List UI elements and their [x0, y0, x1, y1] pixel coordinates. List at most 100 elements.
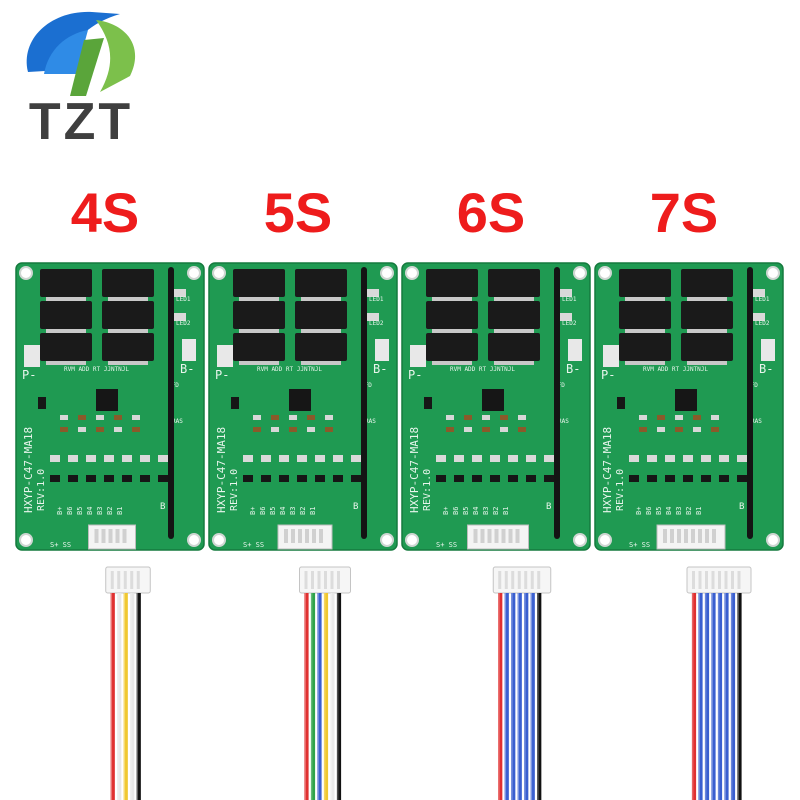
smd-part [96, 427, 104, 432]
silk-pin-label: B6 [66, 507, 74, 515]
smd-part [500, 427, 508, 432]
resistor [751, 313, 765, 321]
balance-mosfet [315, 475, 325, 482]
smd-part [325, 415, 333, 420]
connector-pin [663, 529, 667, 543]
balance-mosfet [122, 475, 132, 482]
pad-p [410, 345, 426, 367]
connector-pin [101, 529, 106, 543]
smd-part [500, 415, 508, 420]
silk-pin-label: B2 [492, 507, 500, 515]
balance-resistor [86, 455, 96, 462]
smd-part [657, 427, 665, 432]
cable-plug [492, 566, 552, 594]
silk-pin-label: B4 [279, 507, 287, 515]
silk-pin-label: B2 [106, 507, 114, 515]
mosfet-chip [233, 333, 285, 361]
balance-mosfet [737, 475, 747, 482]
plug-contact [311, 571, 314, 589]
silk-led1: LED1 [176, 296, 191, 303]
silk-rev: REV:1.0 [422, 469, 433, 511]
balance-mosfet [68, 475, 78, 482]
plug-contact [724, 571, 728, 589]
connector-pin [515, 529, 520, 543]
mosfet-tab [494, 329, 534, 333]
balance-mosfet [454, 475, 464, 482]
silk-pin-label: B2 [299, 507, 307, 515]
mosfet-chip [295, 301, 347, 329]
balance-mosfet [140, 475, 150, 482]
pad-p [603, 345, 619, 367]
mosfet-tab [687, 329, 727, 333]
connector-pin [115, 529, 120, 543]
smd-part [307, 427, 315, 432]
smd-part [60, 415, 68, 420]
mosfet-chip [488, 301, 540, 329]
silk-pad-p: P- [408, 368, 422, 382]
silk-top: RVM ADD RT JJNTNJL [64, 366, 129, 373]
silk-side: RAS [172, 418, 183, 425]
protection-ic [675, 389, 697, 411]
connector-pin [305, 529, 309, 543]
mosfet-tab [108, 329, 148, 333]
plug-contact [718, 571, 721, 589]
silk-pin-label: B3 [96, 507, 104, 515]
connector-pin [698, 529, 702, 543]
mosfet-chip [619, 333, 671, 361]
mosfet-tab [301, 361, 341, 365]
smd-part [114, 427, 122, 432]
smd-part [657, 415, 665, 420]
balance-resistor [737, 455, 747, 462]
balance-mosfet [333, 475, 343, 482]
silk-bottom: S+ SS [629, 541, 650, 549]
plug-contact [517, 571, 521, 589]
balance-resistor [526, 455, 536, 462]
silk-led2: LED2 [562, 320, 577, 327]
balance-resistor [122, 455, 132, 462]
balance-mosfet [243, 475, 253, 482]
silk-pin-label: B1 [116, 507, 124, 515]
smd-part [693, 415, 701, 420]
plug-contact [123, 571, 127, 589]
pad-b [568, 339, 582, 361]
silk-pin-label: B3 [482, 507, 490, 515]
mounting-hole-icon [598, 533, 612, 547]
plug-contact [524, 571, 528, 589]
silk-rev: REV:1.0 [229, 469, 240, 511]
balance-mosfet [629, 475, 639, 482]
balance-mosfet [104, 475, 114, 482]
diode [617, 397, 625, 409]
connector-pin [691, 529, 695, 543]
silk-rev: REV:1.0 [36, 469, 47, 511]
mosfet-chip [40, 333, 92, 361]
smd-part [639, 415, 647, 420]
mosfet-chip [102, 269, 154, 297]
mosfet-chip [681, 301, 733, 329]
smd-part [307, 415, 315, 420]
mounting-hole-icon [405, 266, 419, 280]
mosfet-tab [46, 329, 86, 333]
silk-b: B [546, 502, 551, 512]
mosfet-chip [40, 269, 92, 297]
balance-resistor [104, 455, 114, 462]
connector-pin [494, 529, 499, 543]
smd-part [132, 415, 140, 420]
shunt-wire [168, 267, 174, 539]
silk-pin-label: B1 [502, 507, 510, 515]
silk-bottom: S+ SS [436, 541, 457, 549]
balance-mosfet [261, 475, 271, 482]
variant-label-6s: 6S [456, 181, 526, 244]
balance-resistor [647, 455, 657, 462]
diode [424, 397, 432, 409]
balance-resistor [454, 455, 464, 462]
balance-mosfet [701, 475, 711, 482]
balance-resistor [701, 455, 711, 462]
plug-contact [705, 571, 708, 589]
silk-pin-label: B5 [76, 507, 84, 515]
smd-part [482, 427, 490, 432]
silk-pin-label: B6 [645, 507, 653, 515]
smd-part [693, 427, 701, 432]
silk-pin-label: B4 [665, 507, 673, 515]
connector-pin [487, 529, 492, 543]
